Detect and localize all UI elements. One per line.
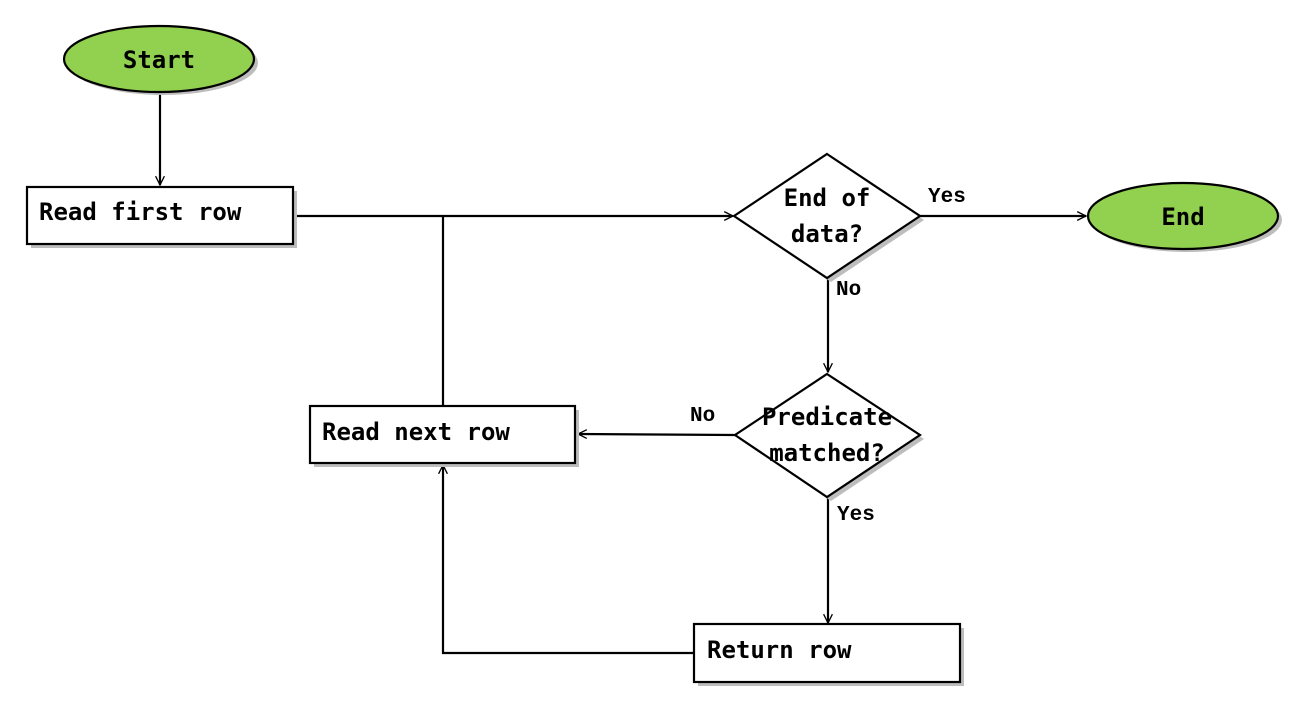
end-of-data-label-line2: data?: [791, 220, 863, 248]
read-first-row-box: Read first row: [25, 185, 297, 248]
read-first-row-label: Read first row: [39, 198, 242, 226]
predicate-label-line2: matched?: [769, 439, 885, 467]
connectors: [160, 93, 1086, 655]
return-row-box: Return row: [692, 622, 964, 686]
edge-return-row-to-read-next-row: [443, 465, 694, 655]
edge-predicate-to-read-next-row: [578, 434, 736, 435]
predicate-no-label: No: [690, 405, 715, 428]
predicate-decision: Predicate matched?: [733, 372, 924, 501]
predicate-yes-label: Yes: [837, 504, 875, 527]
end-of-data-decision: End of data?: [732, 152, 924, 282]
read-next-row-box: Read next row: [308, 404, 579, 467]
end-of-data-no-label: No: [836, 279, 861, 302]
end-label: End: [1161, 203, 1204, 231]
return-row-label: Return row: [707, 636, 852, 664]
predicate-label-line1: Predicate: [762, 403, 892, 431]
start-label: Start: [123, 46, 195, 74]
start-terminal: Start: [62, 24, 258, 95]
end-of-data-label-line1: End of: [784, 184, 871, 212]
end-of-data-yes-label: Yes: [928, 186, 966, 209]
read-next-row-label: Read next row: [322, 418, 510, 446]
end-terminal: End: [1086, 181, 1282, 252]
